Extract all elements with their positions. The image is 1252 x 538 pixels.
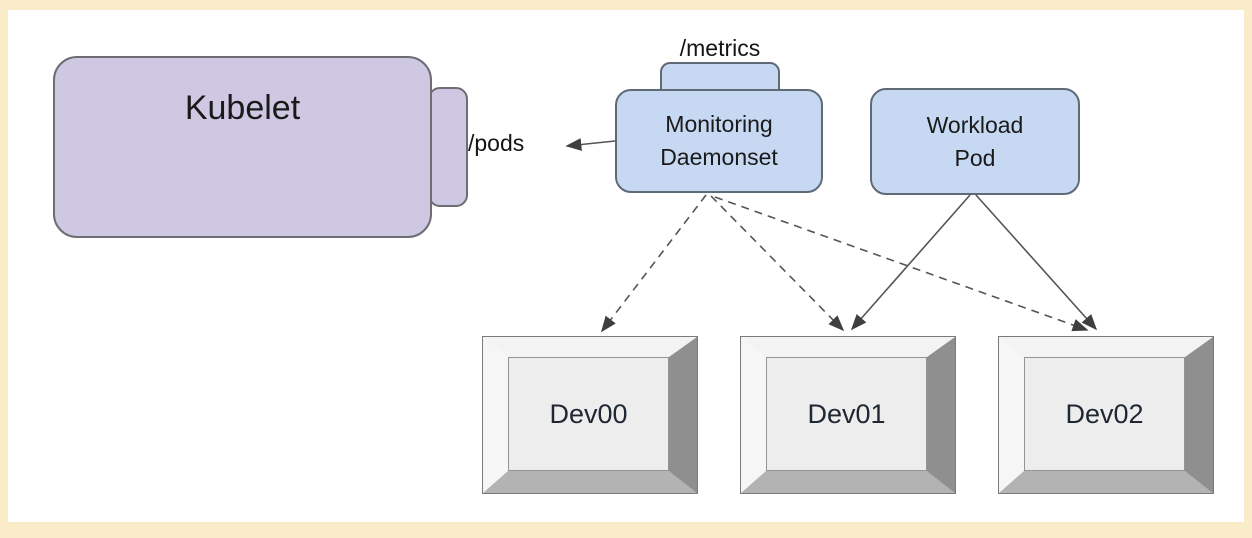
device-label-dev00: Dev00	[549, 398, 628, 429]
kubelet-node: Kubelet	[53, 56, 432, 238]
edge-workload-pod-to-dev01	[850, 194, 971, 331]
workload-pod-label-line1: Workload	[926, 111, 1024, 138]
kubelet-side-tab	[428, 87, 468, 207]
kubelet-label: Kubelet	[184, 89, 301, 127]
monitoring-daemonset-label-line2: Daemonset	[660, 144, 778, 170]
edge-monitoring-daemonset-to-dev02	[714, 196, 1089, 332]
monitoring-daemonset-label-line1: Monitoring	[665, 111, 773, 137]
pods-endpoint-label: /pods	[468, 130, 525, 156]
device-face: Dev02	[1024, 357, 1185, 471]
monitoring-daemonset-node: Monitoring Daemonset	[615, 89, 823, 193]
edge-monitoring-daemonset-to-dev00	[601, 194, 707, 333]
device-label-dev01: Dev01	[807, 398, 886, 429]
device-face: Dev00	[508, 357, 669, 471]
device-node-dev00: Dev00	[483, 337, 697, 493]
metrics-endpoint-label: /metrics	[679, 35, 761, 61]
workload-pod-label-line2: Pod	[954, 144, 996, 171]
workload-pod-node: Workload Pod	[870, 88, 1080, 195]
edge-workload-pod-to-dev02	[975, 194, 1098, 331]
device-node-dev01: Dev01	[741, 337, 955, 493]
device-label-dev02: Dev02	[1065, 398, 1144, 429]
diagram-canvas: Kubelet /pods /metrics Monitoring Daemon…	[8, 10, 1244, 522]
device-face: Dev01	[766, 357, 927, 471]
edge-monitoring-daemonset-to-pods-endpoint	[565, 138, 616, 151]
device-node-dev02: Dev02	[999, 337, 1213, 493]
edge-monitoring-daemonset-to-dev01	[710, 195, 845, 332]
